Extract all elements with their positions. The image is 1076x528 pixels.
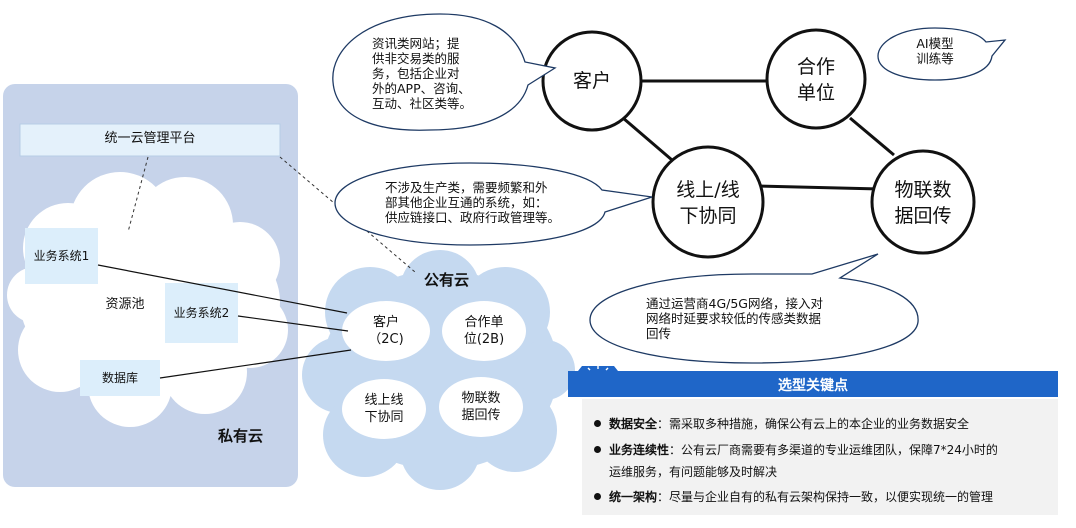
resource-pool-label: 资源池	[105, 297, 145, 312]
key-point-continuity-line2: 运维服务，有问题能够及时解决	[609, 465, 778, 479]
bubble-iot-text: 通过运营商4G/5G网络，接入对 网络时延要求较低的传感类数据 回传	[646, 296, 823, 341]
bubble-prod-text: 不涉及生产类，需要频繁和外 部其他企业互通的系统，如： 供应链接口、政府行政管理…	[385, 180, 561, 225]
bullet-dot-icon	[594, 446, 601, 453]
pill-partner-label: 合作单位(2B)	[463, 315, 505, 347]
database-box	[80, 360, 160, 396]
public-cloud-title: 公有云	[424, 271, 470, 289]
connector-sys2	[237, 315, 349, 332]
connector-sys1	[97, 264, 348, 314]
database-label: 数据库	[101, 371, 138, 385]
pill-iot	[439, 377, 523, 437]
pill-online-offline	[342, 379, 426, 439]
dashed-connector-1	[127, 156, 149, 233]
pill-customer-label: 客户（2C)	[368, 315, 404, 347]
speech-bubbles	[332, 13, 1007, 364]
bullet-dot-icon	[594, 493, 601, 500]
pill-online-offline-label: 线上线下协同	[364, 393, 404, 425]
key-point-data-security: 数据安全：需采取多种措施，确保公有云上的本企业的业务数据安全	[594, 416, 1049, 432]
sys1-label: 业务系统1	[33, 249, 90, 263]
key-points-panel	[582, 399, 1058, 515]
bullet-dot-icon	[594, 420, 601, 427]
key-points-title: 选型关键点	[778, 378, 848, 394]
key-point-unified-architecture: 统一架构：尽量与企业自有的私有云架构保持一致，以便实现统一的管理	[594, 489, 1049, 505]
pill-customer	[342, 301, 430, 361]
sys2-label: 业务系统2	[173, 306, 230, 320]
key-points-header: 选型关键点	[568, 371, 1058, 397]
connector-database	[159, 349, 352, 379]
node-partner-label: 合作单位	[796, 56, 835, 104]
private-cloud-title: 私有云	[218, 427, 264, 445]
key-point-continuity: 业务连续性：公有云厂商需要有多渠道的专业运维团队，保障7*24小时的	[594, 442, 1049, 458]
platform-label: 统一云管理平台	[104, 131, 196, 146]
sys1-box	[25, 228, 98, 284]
node-iot-label: 物联数据回传	[894, 179, 952, 227]
bubble-ai-text: AI模型 训练等	[916, 36, 954, 66]
network-edges	[622, 79, 895, 191]
pill-iot-label: 物联数据回传	[461, 391, 501, 423]
bubble-news-text: 资讯类网站；提 供非交易类的服 务，包括企业对 外的APP、咨询、 互动、社区类…	[372, 36, 473, 111]
pill-partner	[442, 301, 526, 361]
platform-box	[19, 123, 281, 157]
sys2-box	[165, 283, 238, 343]
node-customer-label: 客户	[572, 70, 611, 92]
network-nodes	[541, 28, 976, 259]
node-online-offline-label: 线上/线下协同	[676, 179, 740, 227]
